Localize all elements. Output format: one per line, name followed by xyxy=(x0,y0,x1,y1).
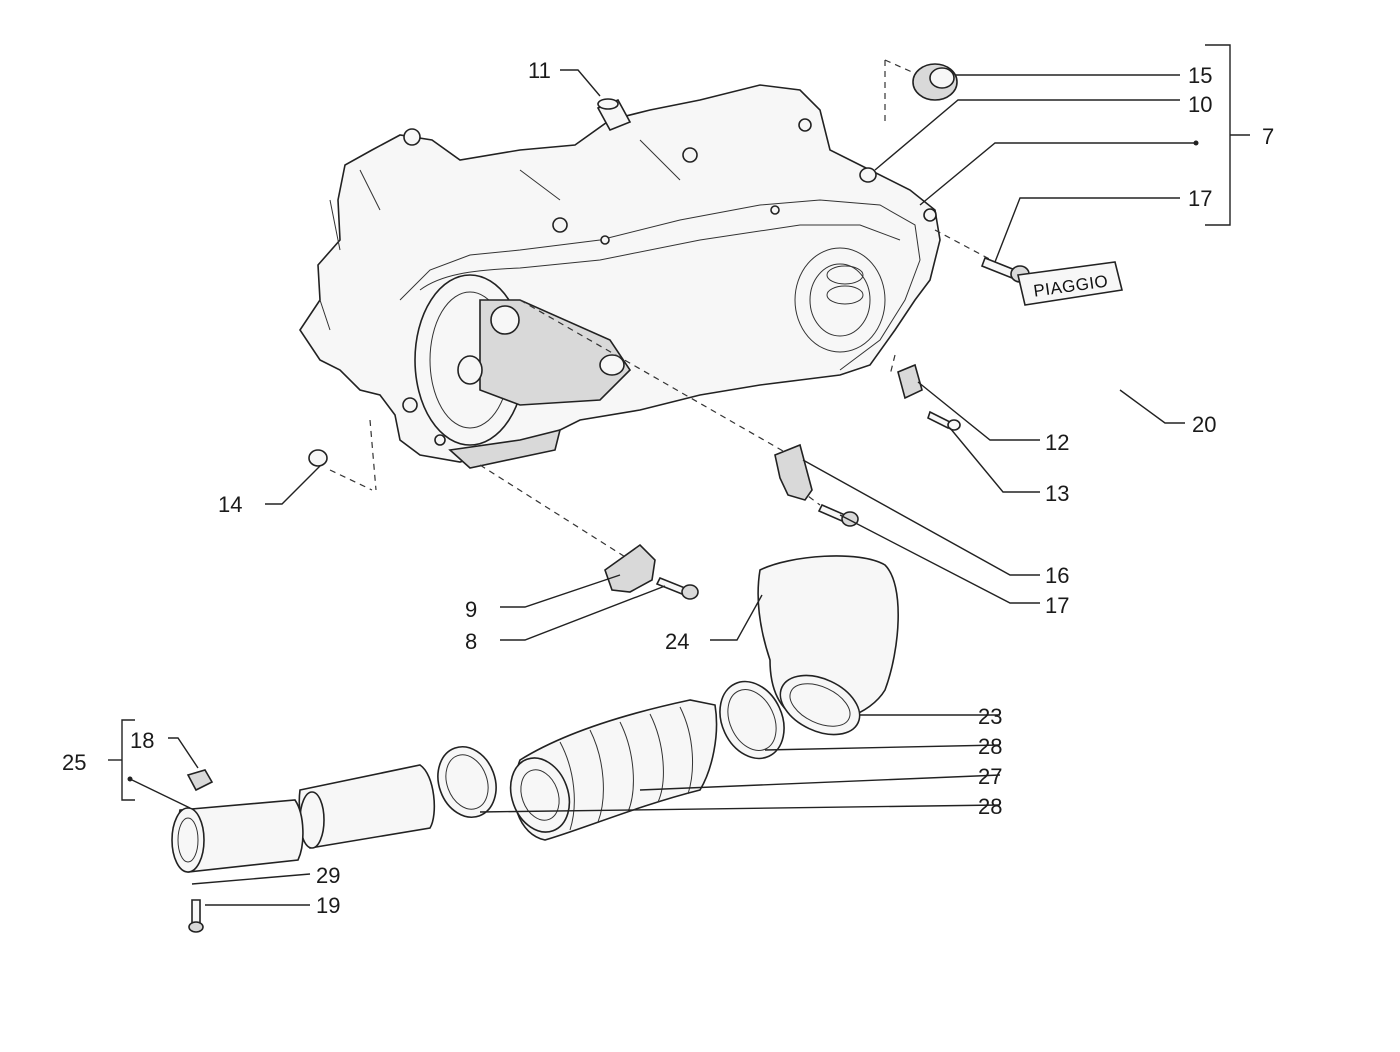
callout-7: 7 xyxy=(1262,124,1274,149)
callout-24: 24 xyxy=(665,629,689,654)
callout-13: 13 xyxy=(1045,481,1069,506)
small-parts xyxy=(308,63,1030,600)
callout-15: 15 xyxy=(1188,63,1212,88)
callout-18: 18 xyxy=(130,728,154,753)
inlet-pipe-part-25 xyxy=(171,799,304,873)
clamp-part-28-lower xyxy=(437,746,497,818)
callout-numbers: 11 15 10 7 17 20 12 13 14 16 17 9 8 24 2… xyxy=(62,58,1274,918)
bolt-part-17-lower xyxy=(817,503,859,527)
leader-lines xyxy=(129,69,1196,906)
callout-19: 19 xyxy=(316,893,340,918)
callout-28-lower: 28 xyxy=(978,794,1002,819)
callout-9: 9 xyxy=(465,597,477,622)
transmission-cover-assembly xyxy=(299,84,941,469)
callout-17-lower: 17 xyxy=(1045,593,1069,618)
bracket-part-9 xyxy=(604,543,656,593)
air-duct-part-24 xyxy=(757,555,899,736)
plug-part-14 xyxy=(308,449,328,467)
callout-14: 14 xyxy=(218,492,242,517)
bolt-part-8 xyxy=(655,576,699,600)
callout-11: 11 xyxy=(528,58,551,83)
bracket-part-16 xyxy=(774,443,813,501)
bellows-part-27 xyxy=(509,699,718,841)
screw-part-19 xyxy=(188,899,204,933)
plug-part-10 xyxy=(859,167,877,183)
rubber-bush-part-15 xyxy=(912,63,958,101)
sleeve-part-11 xyxy=(596,98,632,132)
pipe-segment xyxy=(298,764,436,849)
callout-8: 8 xyxy=(465,629,477,654)
clamp-part-12 xyxy=(897,363,923,400)
callout-23: 23 xyxy=(978,704,1002,729)
callout-20: 20 xyxy=(1192,412,1216,437)
callout-25: 25 xyxy=(62,750,86,775)
callout-28-upper: 28 xyxy=(978,734,1002,759)
screw-part-13 xyxy=(927,410,961,431)
group-bracket-7 xyxy=(1193,44,1250,226)
callout-29: 29 xyxy=(316,863,340,888)
clip-part-18 xyxy=(186,769,214,792)
alignment-lines xyxy=(329,59,996,561)
callout-12: 12 xyxy=(1045,430,1069,455)
intake-duct-assembly xyxy=(171,555,899,933)
callout-10: 10 xyxy=(1188,92,1212,117)
callout-27: 27 xyxy=(978,764,1002,789)
clamp-part-28-upper xyxy=(719,680,785,760)
callout-16: 16 xyxy=(1045,563,1069,588)
piaggio-badge-part-20: PIAGGIO xyxy=(1017,261,1123,306)
callout-17-upper: 17 xyxy=(1188,186,1212,211)
